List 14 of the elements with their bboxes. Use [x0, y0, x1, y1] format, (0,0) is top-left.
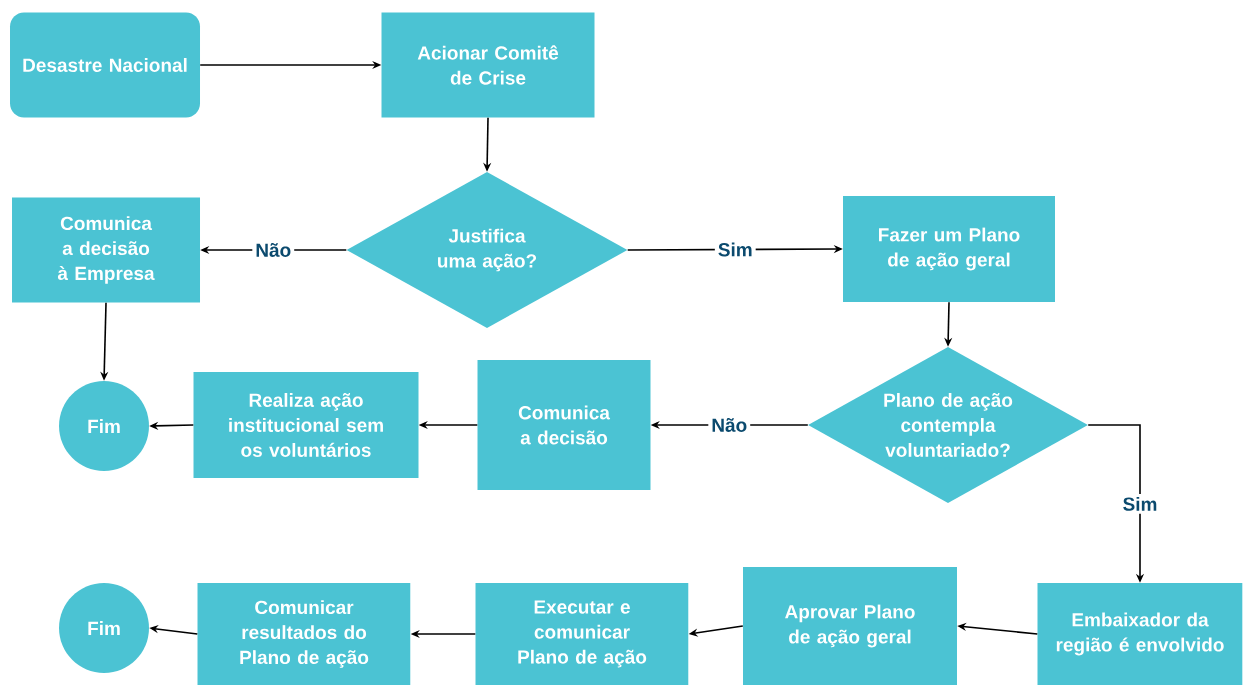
- process-box: Embaixador da região é envolvido: [1037, 583, 1243, 685]
- process-box: Comunica a decisão à Empresa: [12, 197, 200, 303]
- process-box: Aprovar Plano de ação geral: [743, 567, 957, 685]
- edge-label: Não: [252, 240, 295, 260]
- process-box: Acionar Comitê de Crise: [381, 12, 595, 118]
- edge-label: Sim: [714, 239, 756, 260]
- process-box: Comunica a decisão: [477, 360, 651, 490]
- start-box: Desastre Nacional: [10, 12, 200, 118]
- edge-label: Sim: [1119, 493, 1161, 514]
- edge-label: Não: [708, 415, 751, 435]
- process-box: Executar e comunicar Plano de ação: [475, 583, 689, 685]
- process-box: Fazer um Plano de ação geral: [843, 196, 1055, 302]
- process-box: Realiza ação institucional sem os voluntários: [193, 372, 419, 478]
- process-box: Comunicar resultados do Plano de ação: [197, 583, 411, 685]
